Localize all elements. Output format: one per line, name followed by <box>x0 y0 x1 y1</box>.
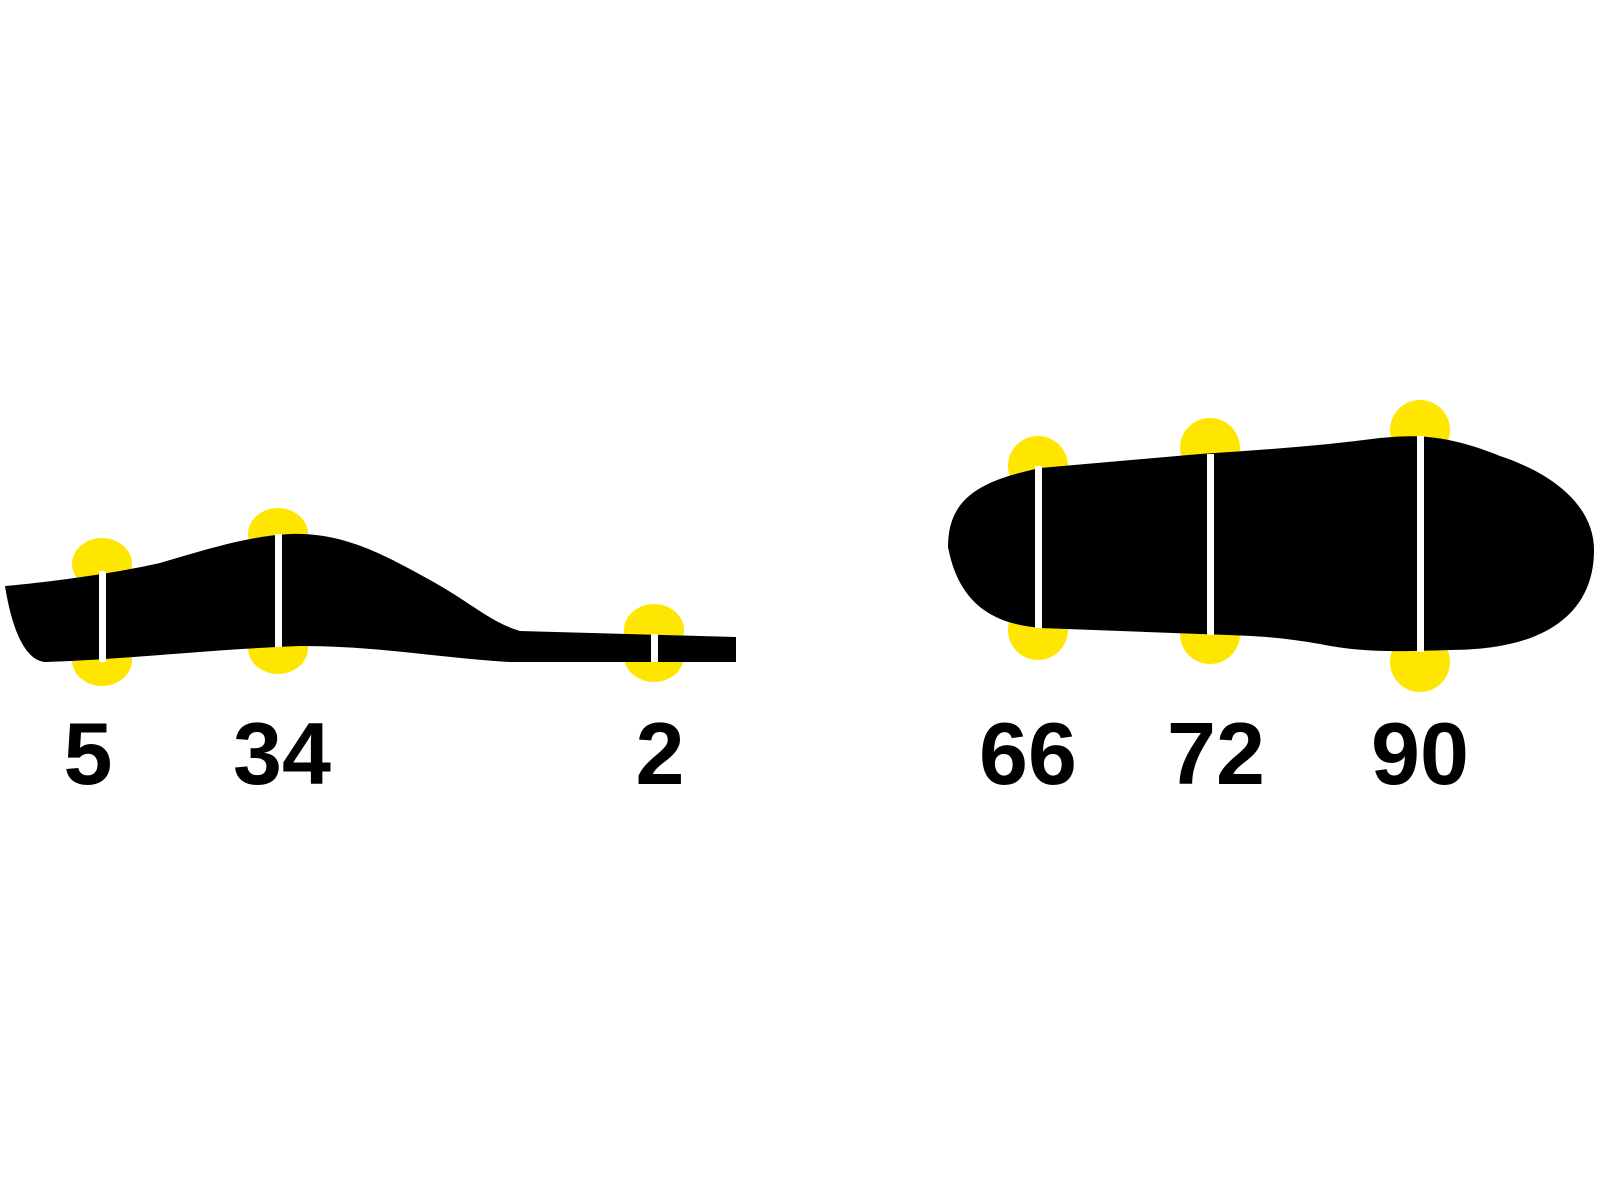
side-view-labels: 5 34 2 <box>64 704 685 803</box>
top-view-labels: 66 72 90 <box>979 704 1469 803</box>
side-view-profile: 5 34 2 <box>5 508 736 803</box>
measure-line-5 <box>1207 454 1214 635</box>
measure-line-4 <box>1035 466 1042 628</box>
measure-label-2: 34 <box>233 704 331 803</box>
measure-label-3: 2 <box>636 704 685 803</box>
measure-line-1 <box>99 571 106 662</box>
measure-line-6 <box>1417 436 1424 652</box>
top-view-insole-shape <box>948 436 1594 652</box>
measure-line-3 <box>651 634 658 662</box>
top-view-outline: 66 72 90 <box>948 400 1594 803</box>
measure-label-4: 66 <box>979 704 1077 803</box>
top-view-lines <box>1035 436 1424 652</box>
side-view-lines <box>99 534 658 662</box>
side-view-insole-shape <box>5 533 736 662</box>
measure-line-2 <box>275 534 282 647</box>
measure-label-5: 72 <box>1167 704 1265 803</box>
measure-label-1: 5 <box>64 704 113 803</box>
measure-label-6: 90 <box>1371 704 1469 803</box>
